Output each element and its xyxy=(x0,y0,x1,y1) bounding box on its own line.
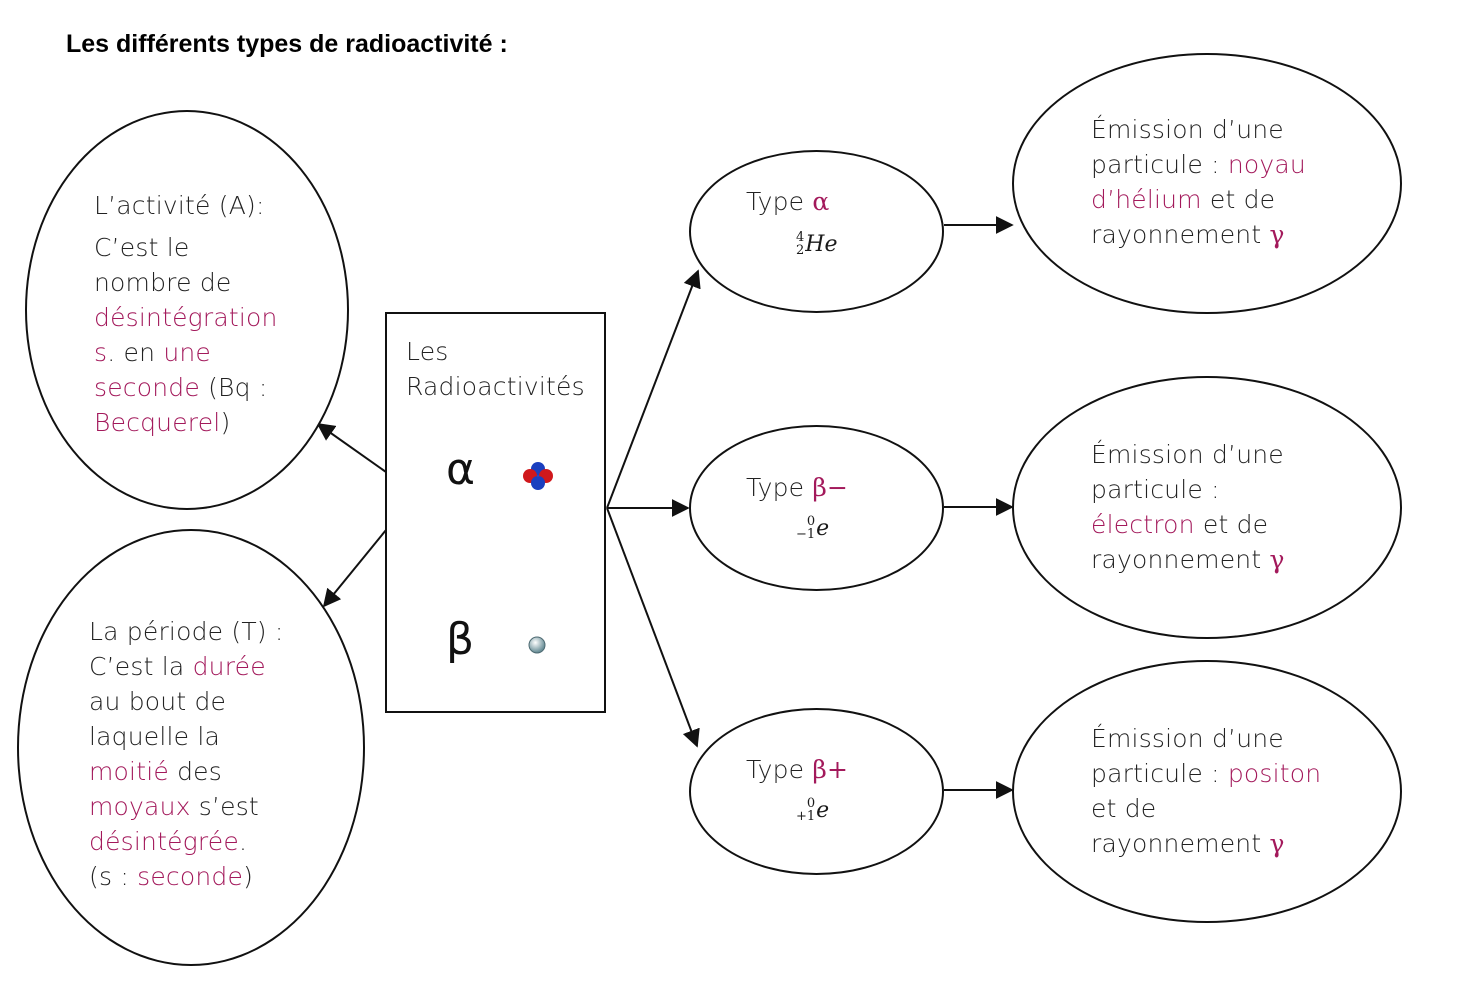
type-beta-plus-label: Type β+ xyxy=(746,755,849,784)
period-heading: La période (T) : xyxy=(89,617,284,646)
activity-text: L’activité (A): C’est le nombre de désin… xyxy=(94,188,278,440)
emission-alpha-text: Émission d’une particule : noyau d’héliu… xyxy=(1091,115,1306,249)
center-label-2: Radioactivités xyxy=(406,372,585,401)
center-label-1: Les xyxy=(406,337,449,366)
emission-beta-plus-ellipse xyxy=(1012,660,1402,923)
page-title: Les différents types de radioactivité : xyxy=(66,30,508,58)
emission-beta-minus-ellipse xyxy=(1012,376,1402,639)
arrow-to-type-beta-plus xyxy=(606,507,700,748)
arrow-to-period xyxy=(322,529,387,608)
type-beta-plus-ellipse xyxy=(689,708,944,875)
helium-nucleus-icon xyxy=(523,462,553,490)
arrow-to-type-alpha xyxy=(606,269,701,509)
period-text: La période (T) : C’est la durée au bout … xyxy=(89,614,284,894)
emission-beta-plus-text: Émission d’une particule : positon et de… xyxy=(1091,724,1322,858)
radioactivity-box xyxy=(385,312,606,713)
emission-beta-minus-text: Émission d’une particule : électron et d… xyxy=(1091,440,1285,574)
electron-particle-icon xyxy=(528,636,546,654)
beta-symbol: β xyxy=(446,614,475,665)
arrow-to-activity xyxy=(316,422,387,473)
alpha-symbol: α xyxy=(446,444,476,495)
period-ellipse xyxy=(17,529,365,966)
type-alpha-ellipse xyxy=(689,150,944,313)
activity-heading: L’activité (A): xyxy=(94,191,265,220)
type-alpha-label: Type α xyxy=(746,187,830,216)
type-beta-minus-label: Type β− xyxy=(746,473,849,502)
activity-ellipse xyxy=(25,110,349,510)
type-beta-minus-ellipse xyxy=(689,425,944,591)
emission-alpha-ellipse xyxy=(1012,53,1402,314)
